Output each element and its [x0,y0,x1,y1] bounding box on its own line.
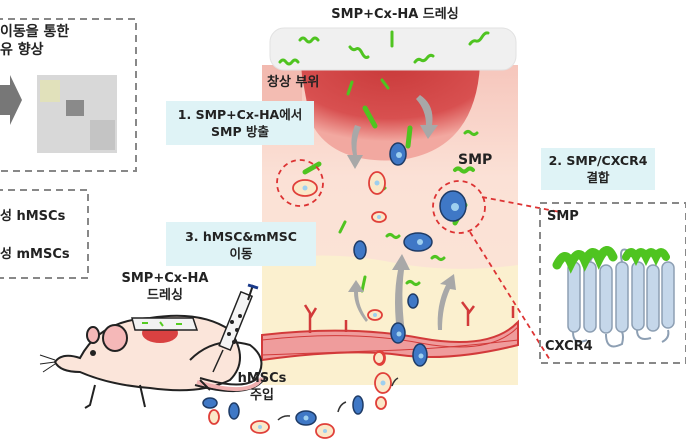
outcome-title: 이동을 통한 유 향상 [0,23,69,59]
legend-mmscs: 성 mMSCs [0,247,70,262]
step-2-line1: 2. SMP/CXCR4 [548,153,648,168]
cxcr4-receptor [567,261,675,334]
injection-line1: hMSCs [237,371,287,386]
injection-label: hMSCs 주입 [232,370,292,404]
legend-box [0,189,89,279]
right-arrow-icon [0,75,22,125]
arrow-icon [437,274,456,330]
smp-peptides [278,30,490,293]
step-3-line1: 3. hMSC&mMSC [185,229,297,244]
outcome-title-line2: 유 향상 [0,42,44,58]
inset-cxcr4-label: CXCR4 [545,339,593,354]
dressing-title: SMP+Cx-HA 드레싱 [331,7,459,22]
blood-vessel [261,301,519,362]
step-1-line1: 1. SMP+Cx-HA에서 [177,107,303,122]
step-3-callout: 3. hMSC&mMSC 이동 [166,222,316,266]
stem-cells [202,142,467,439]
arrow-icon [347,125,363,169]
syringe-icon [212,283,259,373]
mouse-illustration [39,314,266,409]
wound-area [300,65,480,161]
highlight-circles [276,159,561,361]
arrow-icon [391,377,399,387]
smp-label: SMP [458,152,493,168]
dressing [269,27,517,71]
step-3-line2: 이동 [229,246,253,261]
mouse-dressing-label: SMP+Cx-HA 드레싱 [115,270,215,304]
arrow-icon [337,401,347,413]
arrow-icon [416,95,438,139]
cxcr4-inset [539,202,686,364]
mouse-dressing-line1: SMP+Cx-HA [121,271,209,286]
arrow-icon [277,415,291,421]
step-2-line2: 결합 [586,170,610,185]
mouse-dressing [131,317,199,331]
step-2-callout: 2. SMP/CXCR4 결합 [541,148,655,190]
smp-helix [552,246,618,274]
migration-arrows [347,95,456,340]
outcome-title-line1: 이동을 통한 [0,24,70,40]
outcome-box [0,18,137,172]
wound-label: 창상 부위 [267,75,320,90]
step-1-callout: 1. SMP+Cx-HA에서 SMP 방출 [166,101,314,145]
legend-hmscs: 성 hMSCs [0,209,66,224]
arrow-icon [348,280,368,322]
mouse-dressing-line2: 드레싱 [147,288,183,303]
step-1-line2: SMP 방출 [211,124,269,139]
injection-line2: 주입 [250,388,274,403]
arrow-icon [392,254,410,340]
inset-smp-label: SMP [547,209,579,224]
